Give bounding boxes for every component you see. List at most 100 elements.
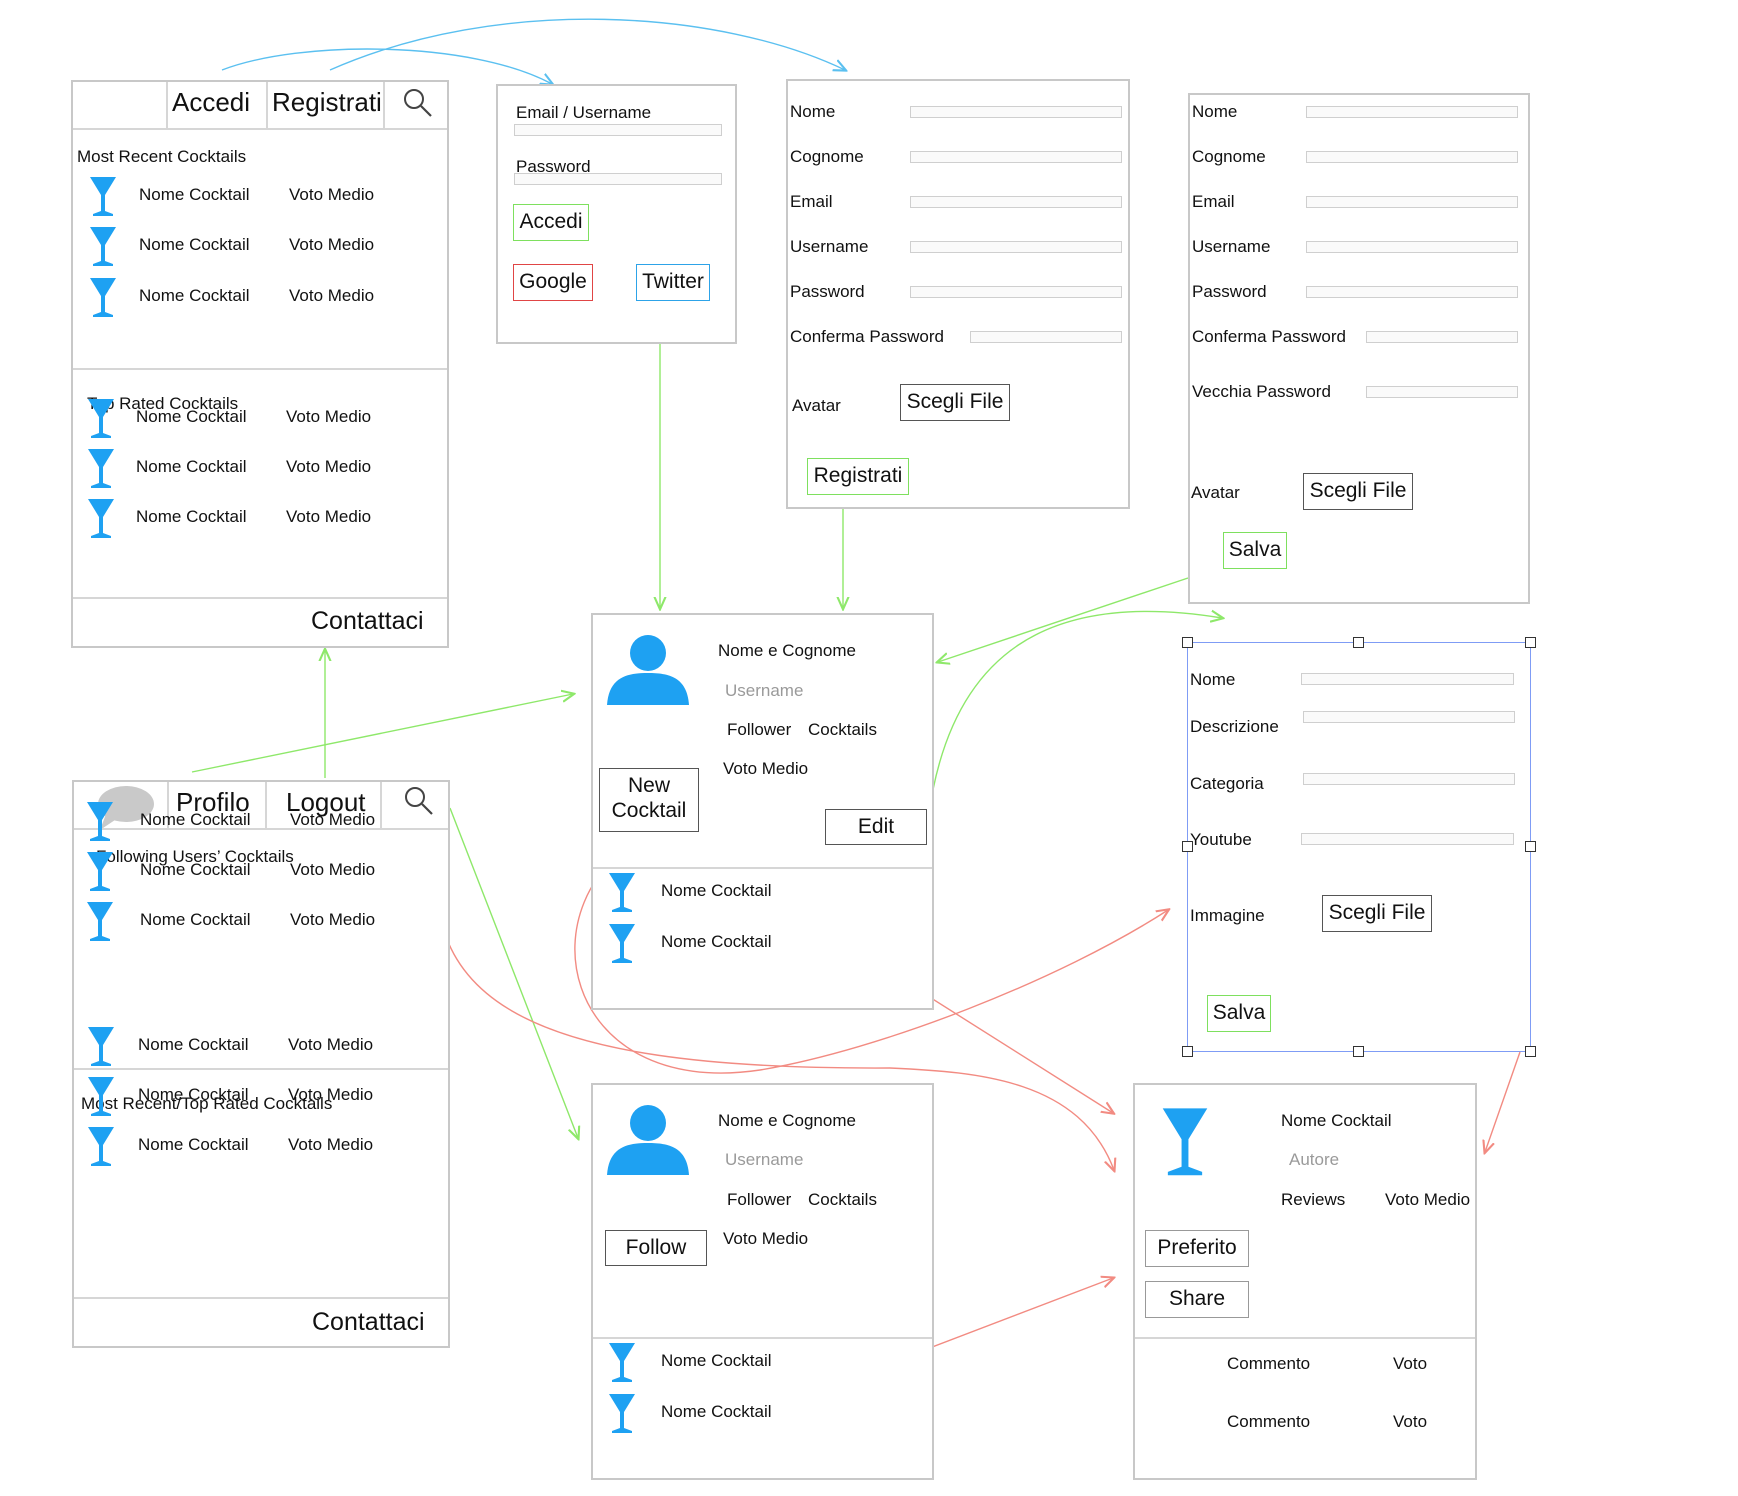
cocktail-name-link[interactable]: Nome Cocktail xyxy=(138,1135,249,1154)
connector-search-to-other-profile xyxy=(449,807,578,1138)
image-file-button[interactable]: Scegli File xyxy=(1322,895,1432,932)
category-label: Categoria xyxy=(1190,774,1264,793)
following-section-title: Following Users’ Cocktails xyxy=(96,847,294,866)
cocktail-name-link[interactable]: Nome Cocktail xyxy=(140,860,251,879)
register-tab[interactable]: Registrati xyxy=(272,87,382,117)
description-label: Descrizione xyxy=(1190,717,1279,736)
resize-handle-bottom[interactable] xyxy=(1353,1046,1364,1057)
register-submit-button[interactable]: Registrati xyxy=(807,458,909,495)
cocktail-rating: Voto Medio xyxy=(286,457,372,476)
form-text-field[interactable] xyxy=(1306,106,1518,118)
image-label: Immagine xyxy=(1190,906,1265,925)
new-cocktail-button[interactable]: New Cocktail xyxy=(599,768,699,832)
cocktail-rating: Voto Medio xyxy=(289,185,375,204)
favorite-button[interactable]: Preferito xyxy=(1145,1230,1249,1267)
resize-handle-right[interactable] xyxy=(1525,841,1536,852)
contact-link[interactable]: Contattaci xyxy=(311,607,424,635)
email-label: Email / Username xyxy=(516,103,652,122)
form-text-field[interactable] xyxy=(1366,331,1518,343)
cocktail-name-link[interactable]: Nome Cocktail xyxy=(136,507,247,526)
form-field-label: Vecchia Password xyxy=(1192,382,1331,401)
resize-handle-top-right[interactable] xyxy=(1525,637,1536,648)
profile-tab[interactable]: Profilo xyxy=(176,787,250,817)
profile-cocktail-link[interactable]: Nome Cocktail xyxy=(661,1402,772,1421)
other-cocktails-count[interactable]: Cocktails xyxy=(808,1190,877,1209)
form-text-field[interactable] xyxy=(910,106,1122,118)
follow-button[interactable]: Follow xyxy=(605,1230,707,1266)
cocktail-name-link[interactable]: Nome Cocktail xyxy=(139,235,250,254)
cocktail-glass-icon xyxy=(608,923,636,963)
login-tab[interactable]: Accedi xyxy=(172,87,251,117)
resize-handle-top[interactable] xyxy=(1353,637,1364,648)
speech-bubble-icon[interactable] xyxy=(96,784,154,832)
form-text-field[interactable] xyxy=(1366,386,1518,398)
user-contact-link[interactable]: Contattaci xyxy=(312,1308,425,1336)
comment-vote: Voto xyxy=(1393,1412,1428,1431)
form-text-field[interactable] xyxy=(1306,196,1518,208)
cocktail-glass-icon xyxy=(87,1076,115,1116)
login-panel: Email / Username Password Accedi Google … xyxy=(496,84,737,344)
cocktail-name-link[interactable]: Nome Cocktail xyxy=(138,1085,249,1104)
cocktail-rating: Voto Medio xyxy=(289,286,375,305)
detail-author[interactable]: Autore xyxy=(1289,1150,1340,1169)
form-text-field[interactable] xyxy=(910,151,1122,163)
form-text-field[interactable] xyxy=(970,331,1122,343)
cocktail-name-link[interactable]: Nome Cocktail xyxy=(136,407,247,426)
logout-tab[interactable]: Logout xyxy=(286,787,366,817)
login-button[interactable]: Accedi xyxy=(513,204,589,241)
form-field-label: Password xyxy=(1192,282,1267,301)
cocktail-glass-icon xyxy=(86,801,114,841)
form-text-field[interactable] xyxy=(1306,241,1518,253)
search-icon[interactable] xyxy=(401,86,435,120)
user-home-panel: Profilo Logout Following Users’ Cocktail… xyxy=(72,780,450,1348)
guest-home-panel: Accedi Registrati Most Recent Cocktails … xyxy=(71,80,449,648)
edit-save-button[interactable]: Salva xyxy=(1223,532,1287,569)
new-cocktail-label-line1: New xyxy=(627,774,670,797)
edit-avatar-file-button[interactable]: Scegli File xyxy=(1303,473,1413,510)
form-text-field[interactable] xyxy=(910,286,1122,298)
cocktail-glass-icon xyxy=(89,226,117,266)
cocktail-name-link[interactable]: Nome Cocktail xyxy=(140,810,251,829)
cocktail-name-link[interactable]: Nome Cocktail xyxy=(136,457,247,476)
description-field[interactable] xyxy=(1303,711,1515,723)
cocktail-name-link[interactable]: Nome Cocktail xyxy=(138,1035,249,1054)
form-text-field[interactable] xyxy=(1306,286,1518,298)
cocktails-count[interactable]: Cocktails xyxy=(808,720,877,739)
form-text-field[interactable] xyxy=(1306,151,1518,163)
avatar-person-icon xyxy=(607,635,689,705)
share-button[interactable]: Share xyxy=(1145,1281,1249,1318)
cocktail-save-button[interactable]: Salva xyxy=(1207,995,1271,1032)
profile-cocktail-link[interactable]: Nome Cocktail xyxy=(661,932,772,951)
search-icon[interactable] xyxy=(402,784,436,818)
avatar-file-button[interactable]: Scegli File xyxy=(900,384,1010,421)
password-field[interactable] xyxy=(514,173,722,185)
resize-handle-left[interactable] xyxy=(1182,841,1193,852)
resize-handle-bottom-left[interactable] xyxy=(1182,1046,1193,1057)
resize-handle-top-left[interactable] xyxy=(1182,637,1193,648)
detail-reviews[interactable]: Reviews xyxy=(1281,1190,1346,1209)
other-follower-count[interactable]: Follower xyxy=(727,1190,792,1209)
form-field-label: Email xyxy=(1192,192,1235,211)
edit-profile-button[interactable]: Edit xyxy=(825,809,927,845)
cocktail-rating: Voto Medio xyxy=(290,810,376,829)
form-text-field[interactable] xyxy=(910,241,1122,253)
youtube-field[interactable] xyxy=(1301,833,1514,845)
google-login-button[interactable]: Google xyxy=(513,264,593,301)
resize-handle-bottom-right[interactable] xyxy=(1525,1046,1536,1057)
cocktail-name-field[interactable] xyxy=(1301,673,1514,685)
category-field[interactable] xyxy=(1303,773,1515,785)
profile-cocktail-link[interactable]: Nome Cocktail xyxy=(661,881,772,900)
form-text-field[interactable] xyxy=(910,196,1122,208)
email-field[interactable] xyxy=(514,124,722,136)
cocktail-rating: Voto Medio xyxy=(288,1135,374,1154)
profile-cocktail-link[interactable]: Nome Cocktail xyxy=(661,1351,772,1370)
cocktail-name-link[interactable]: Nome Cocktail xyxy=(140,910,251,929)
cocktail-name-link[interactable]: Nome Cocktail xyxy=(139,185,250,204)
cocktail-name-label: Nome xyxy=(1190,670,1236,689)
cocktail-glass-icon xyxy=(87,448,115,488)
twitter-login-button[interactable]: Twitter xyxy=(636,264,710,301)
cocktail-name-link[interactable]: Nome Cocktail xyxy=(139,286,250,305)
connector-accedi-to-login xyxy=(221,48,552,84)
top-section-title: Top Rated Cocktails xyxy=(87,394,239,413)
follower-count[interactable]: Follower xyxy=(727,720,792,739)
